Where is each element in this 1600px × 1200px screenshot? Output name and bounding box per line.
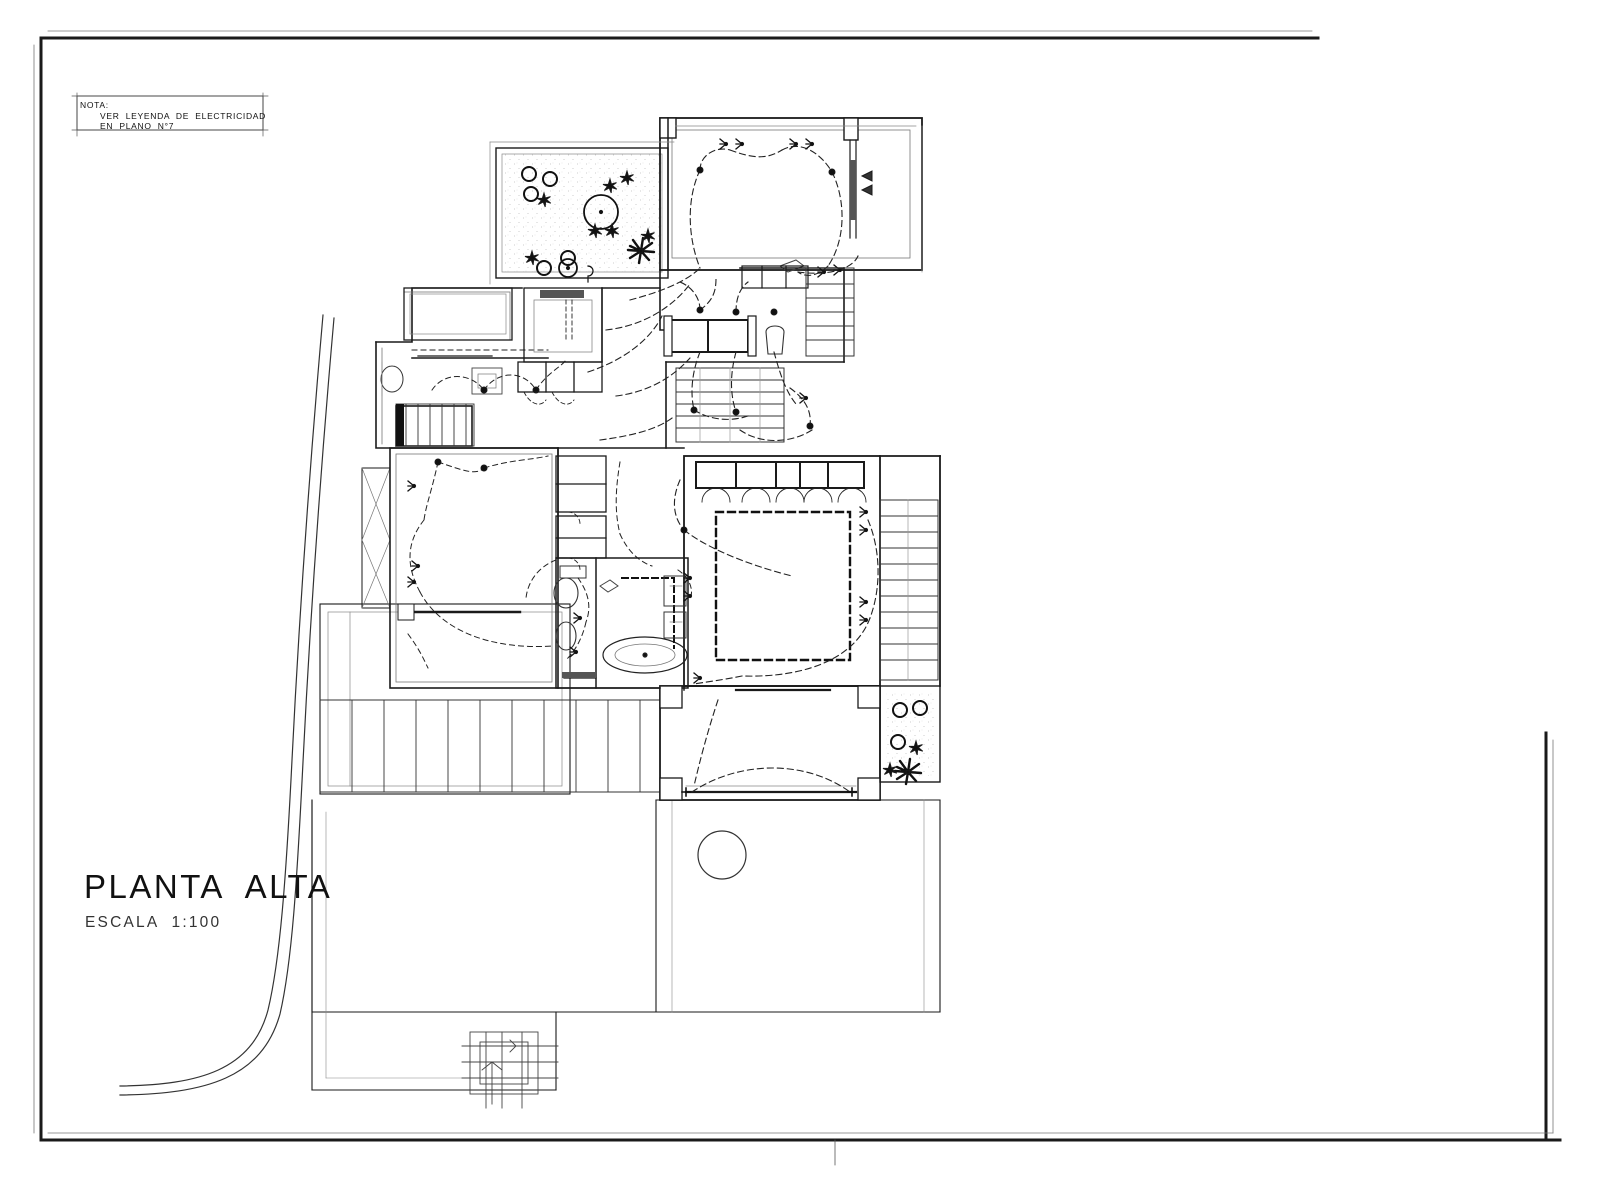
headboard-wardrobe	[695, 461, 865, 489]
lower-stair-detail	[461, 1031, 559, 1109]
closet-run	[517, 361, 603, 405]
dressing-wiring	[565, 299, 573, 341]
connective-walls	[495, 117, 685, 691]
sheet-border	[39, 36, 1562, 1142]
hall-wiring	[587, 267, 813, 441]
bed-area	[714, 510, 852, 662]
nw-terrace	[403, 287, 513, 341]
north-bedroom	[659, 117, 923, 271]
note-box	[71, 92, 269, 137]
small-wc	[380, 361, 404, 397]
hall-closet	[555, 455, 607, 571]
bath-vanity	[562, 672, 597, 679]
driveway-curve	[119, 314, 335, 1096]
west-bedroom-inner	[395, 453, 553, 683]
sheet-border-inner	[33, 30, 1554, 1166]
wall-lamp-north	[860, 170, 873, 196]
hall-walls	[659, 267, 845, 449]
bathroom-wiring	[565, 569, 692, 661]
console-furniture	[741, 265, 809, 289]
drawing-scale-label: ESCALA 1:100	[85, 914, 222, 931]
north-bedroom-inner	[671, 129, 911, 259]
bath-door-symbol	[599, 579, 619, 593]
corridor-wiring	[525, 461, 653, 599]
note-line-1: VER LEYENDA DE ELECTRICIDAD	[100, 111, 267, 121]
west-stair-run	[395, 403, 475, 447]
north-bedroom-jamb	[659, 117, 859, 141]
master-wiring	[673, 479, 879, 685]
south-wiring	[691, 699, 851, 793]
garden-planting	[521, 166, 656, 283]
terrace-stair-run	[319, 699, 661, 793]
armchair	[765, 325, 785, 355]
connective-thin	[489, 125, 923, 285]
upper-stair-flight	[805, 267, 855, 357]
wardrobe-door-arcs	[701, 487, 867, 503]
north-bedroom-wiring	[689, 145, 859, 276]
lower-roof-slab	[311, 799, 941, 1013]
north-bedroom-wardrobe	[849, 139, 857, 239]
note-line-2: EN PLANO N°7	[100, 121, 175, 131]
main-stair	[675, 367, 785, 443]
master-switches	[693, 506, 869, 684]
south-room-walls	[659, 685, 881, 801]
roof-circle-feature	[697, 830, 747, 880]
terrace-railing-panel	[361, 467, 391, 609]
dressing-room	[523, 287, 603, 363]
note-label: NOTA:	[80, 100, 109, 110]
south-window-sill	[684, 785, 858, 794]
toilet	[553, 565, 587, 609]
page-title: PLANTA ALTA	[84, 868, 333, 905]
west-bedroom-window	[397, 603, 522, 621]
switch-group-west	[407, 480, 421, 588]
bath-fixtures	[663, 575, 687, 639]
sofa-group	[663, 315, 757, 357]
bidet	[555, 621, 577, 651]
west-bedroom-wiring	[407, 455, 553, 669]
south-outlets	[681, 787, 857, 797]
bath-screen	[621, 577, 675, 649]
lower-left-slab	[311, 799, 557, 1091]
balcony-planter	[879, 685, 941, 783]
west-terrace	[319, 603, 571, 795]
vanity-counter	[417, 355, 503, 395]
bathtub	[602, 636, 688, 674]
master-bedroom-walls	[683, 455, 941, 687]
wood-deck	[879, 499, 939, 681]
